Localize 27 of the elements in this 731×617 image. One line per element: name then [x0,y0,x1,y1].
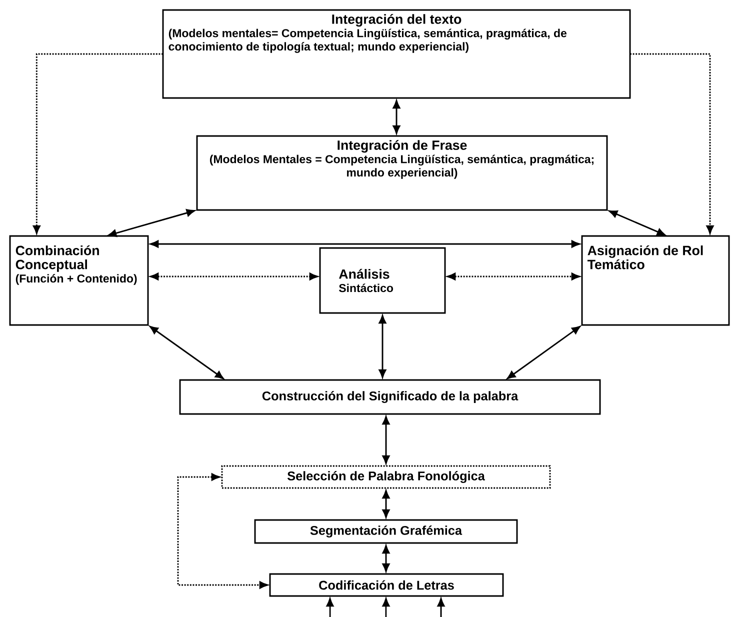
arrow [32,53,163,234]
arrow [447,272,580,280]
arrow [150,326,224,380]
process-box: Integración de Frase (Modelos Mentales = Competencia Lingüística, semántica, pragmática; mundo experiencial) [196,135,608,211]
arrow [608,210,666,236]
arrow [108,209,196,237]
process-box: Análisis Sintáctico [319,247,446,314]
arrow [630,53,714,234]
process-box: Codificación de Letras [269,573,504,597]
arrow [382,490,390,518]
arrow [392,100,400,134]
process-box: Combinación Conceptual (Función + Contenido) [9,235,149,326]
arrow [326,598,334,617]
arrow [382,598,390,617]
arrow [378,315,386,378]
dotted-box: Selección de Palabra Fonológica [221,465,551,489]
arrow [177,473,268,589]
arrow [437,598,445,617]
arrow [382,416,390,464]
arrow [150,272,318,280]
process-box: Asignación de Rol Temático [581,235,730,326]
arrow [506,326,580,380]
process-box: Segmentación Grafémica [254,519,518,544]
arrow [382,545,390,572]
arrow [150,240,580,248]
process-box: Construcción del Significado de la palabra [179,379,601,415]
process-box: Integración del texto (Modelos mentales= Competencia Lingüística, semántica, pragmática, de conocimiento de tipología textual; mundo experiencial) [162,9,631,99]
